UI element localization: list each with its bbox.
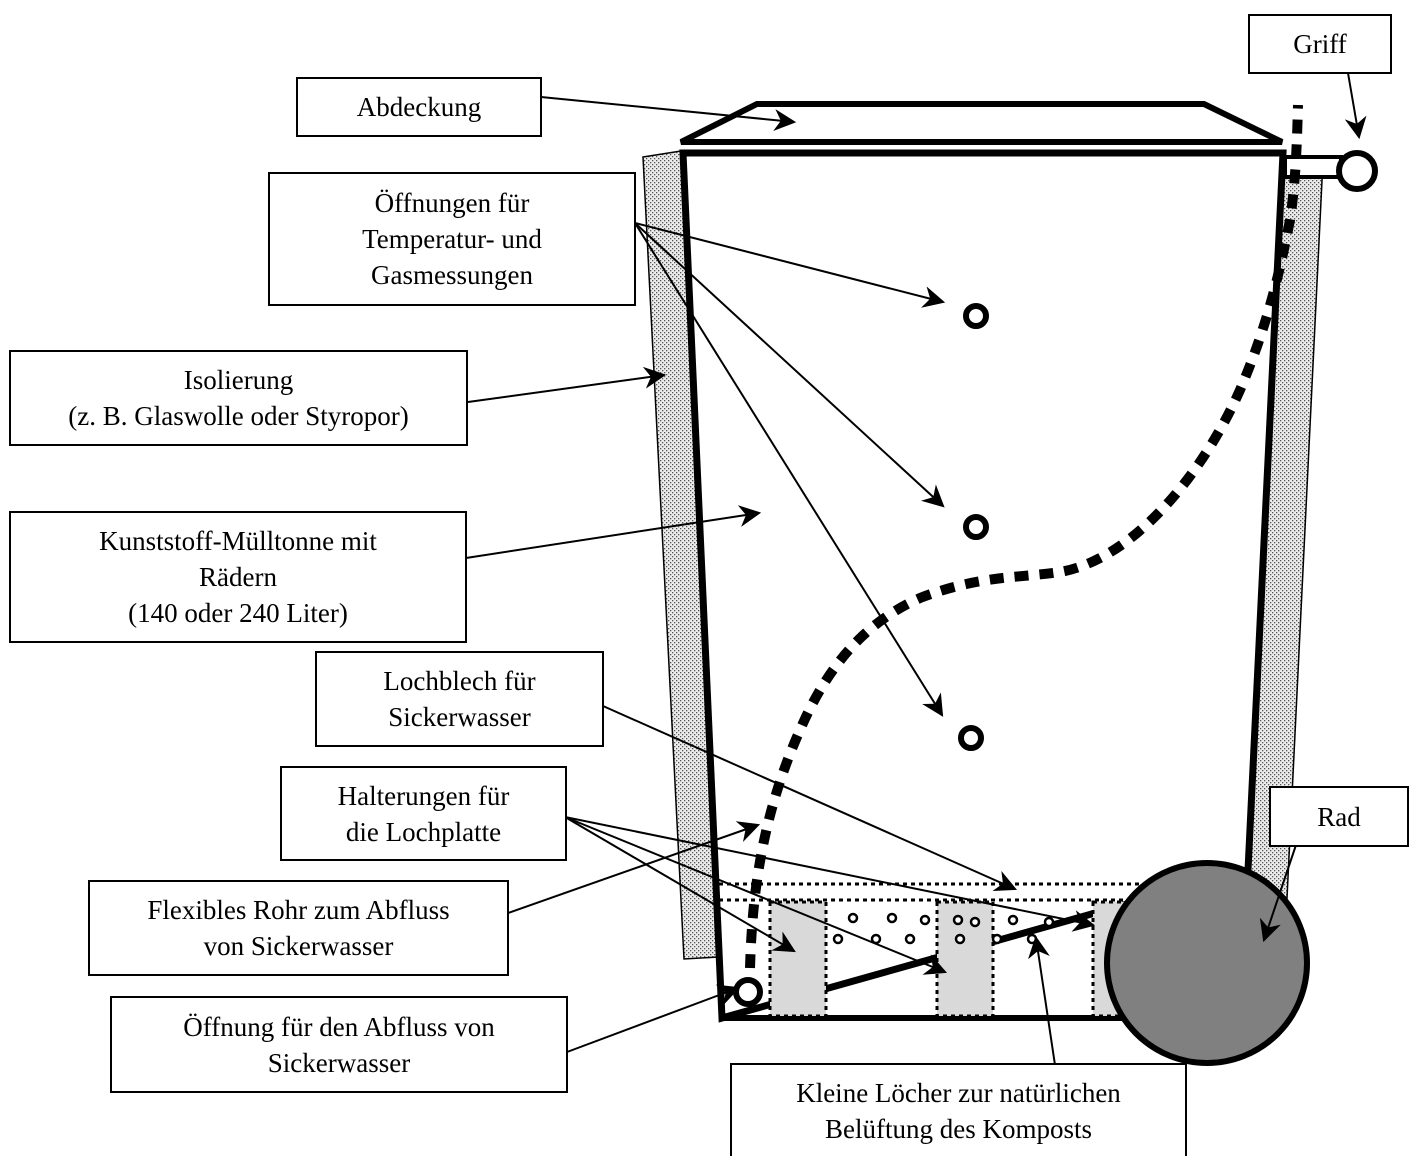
label-griff-text: Griff [1293,29,1347,59]
wheel-icon [1104,860,1310,1066]
label-line: Isolierung [183,365,294,395]
label-line: Kunststoff-Mülltonne mit [99,526,377,556]
label-line: (140 oder 240 Liter) [128,598,348,628]
ventilation-holes [832,912,1055,945]
label-rad-text: Rad [1317,801,1361,832]
label-line: Halterungen für [337,780,510,811]
label-tonne: Kunststoff-Mülltonne mit Rädern (140 ode… [9,511,467,643]
label-loecher: Kleine Löcher zur natürlichen Belüftung … [730,1063,1187,1156]
label-lochblech: Lochblech für Sickerwasser [315,651,604,747]
label-line: Öffnung für den Abfluss von [183,1011,495,1042]
leader-lines [465,72,1367,1066]
label-line: (z. B. Glaswolle oder Styropor) [68,401,409,431]
insulation-left [642,150,719,960]
handle-ring-icon [1336,150,1378,192]
bracket-2 [935,900,995,1018]
label-line: Öffnungen für [374,188,530,218]
drain-opening-ring-icon [733,977,763,1007]
label-oeffnungen-messung: Öffnungen für Temperatur- und Gasmessung… [268,172,636,306]
lid [679,101,1284,145]
label-line: Flexibles Rohr zum Abfluss [147,895,450,925]
ring-icon [963,514,989,540]
ring-icon [958,725,984,751]
label-line: Rädern [199,562,277,592]
label-abdeckung-text: Abdeckung [356,92,482,122]
label-halterungen: Halterungen für die Lochplatte [280,766,567,861]
label-rohr: Flexibles Rohr zum Abfluss von Sickerwas… [88,880,509,976]
label-line: Sickerwasser [388,702,531,732]
label-line: Lochblech für [383,666,536,696]
label-griff: Griff [1248,14,1392,74]
label-line: Kleine Löcher zur natürlichen [796,1077,1121,1108]
label-line: von Sickerwasser [203,931,394,961]
label-oeffnung-abfluss: Öffnung für den Abfluss von Sickerwasser [110,996,568,1093]
label-line: Gasmessungen [371,260,533,290]
label-line: die Lochplatte [345,816,502,847]
label-isolierung: Isolierung (z. B. Glaswolle oder Styropo… [9,350,468,446]
label-abdeckung: Abdeckung [296,77,542,137]
ring-icon [963,303,989,329]
flexible-pipe [745,104,1303,969]
label-line: Belüftung des Komposts [825,1113,1092,1144]
label-line: Temperatur- und [362,224,542,254]
label-line: Sickerwasser [267,1047,411,1078]
bracket-1 [768,900,828,1018]
label-rad: Rad [1269,786,1409,847]
